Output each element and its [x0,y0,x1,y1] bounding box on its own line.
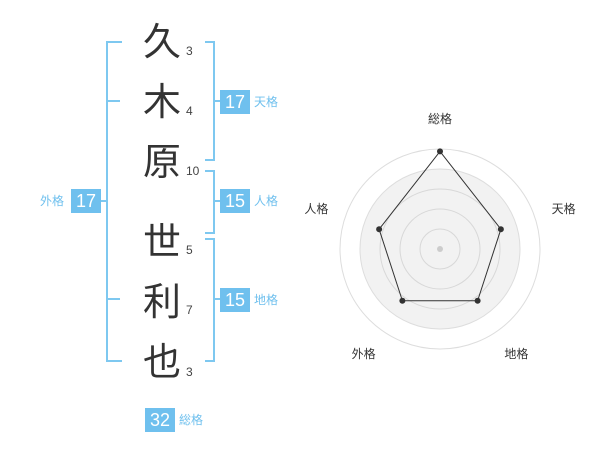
radar-ring-1 [419,228,461,270]
name-char-5: 利 [142,280,181,324]
radar-ring-2 [399,208,481,290]
tenkaku-label: 天格 [254,95,279,109]
chikaku-bracket-tick [213,298,223,300]
radar-point-3 [474,297,481,304]
gaikaku-label: 外格 [40,194,65,208]
radar-axis-label-4: 外格 [352,346,376,361]
stroke-count-3: 10 [186,164,200,178]
gaikaku-tick-1 [106,100,120,102]
tenkaku-bracket-tick [213,100,223,102]
name-char-2: 木 [142,80,181,124]
gaikaku-bracket [106,41,122,362]
radar-axis-label-2: 天格 [552,201,576,216]
radar-outer-ring [339,148,541,350]
gaikaku-tick-2 [106,298,120,300]
name-char-3: 原 [142,140,181,184]
name-char-6: 也 [142,340,181,384]
stroke-count-2: 4 [186,104,193,118]
radar-point-2 [497,226,504,233]
chikaku-value: 15 [220,288,250,312]
jinkaku-value: 15 [220,189,250,213]
radar-axis-label-5: 人格 [304,201,328,216]
soukaku-value: 32 [145,408,175,432]
soukaku-label: 総格 [179,413,204,427]
radar-ring-4 [359,168,521,330]
gaikaku-tick-mid [98,200,108,202]
radar-center-dot [437,246,443,252]
stroke-count-1: 3 [186,44,193,58]
jinkaku-label: 人格 [254,194,279,208]
tenkaku-value: 17 [220,90,250,114]
chikaku-label: 地格 [254,293,279,307]
name-char-4: 世 [142,220,181,264]
stroke-count-5: 7 [186,303,193,317]
stroke-count-4: 5 [186,243,193,257]
radar-data-polygon [378,150,502,302]
gaikaku-value: 17 [71,189,101,213]
name-char-1: 久 [142,20,181,64]
radar-point-5 [376,226,383,233]
jinkaku-bracket-tick [213,200,223,202]
radar-axis-label-1: 総格 [428,111,452,126]
chikaku-bracket [205,238,215,362]
radar-point-4 [399,297,406,304]
radar-axis-label-3: 地格 [504,346,528,361]
stroke-count-6: 3 [186,365,193,379]
jinkaku-bracket [205,170,215,234]
radar-point-1 [437,148,443,155]
radar-ring-3 [379,188,501,310]
